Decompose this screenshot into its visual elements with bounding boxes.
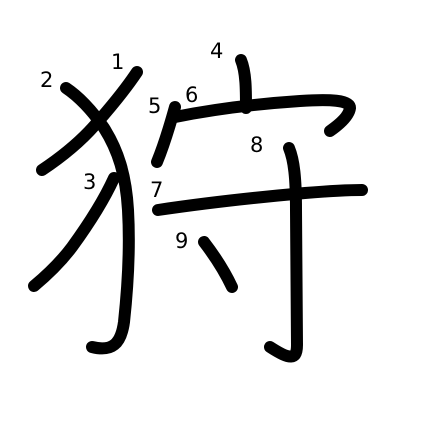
stroke-9-path xyxy=(198,236,238,293)
stroke-number-1: 1 xyxy=(111,50,124,74)
stroke-number-4: 4 xyxy=(210,39,223,63)
stroke-3-path xyxy=(28,172,120,292)
stroke-6-path xyxy=(169,94,356,137)
stroke-number-5: 5 xyxy=(148,94,161,118)
stroke-7-path xyxy=(152,184,368,216)
stroke-2-path xyxy=(60,82,135,355)
stroke-number-3: 3 xyxy=(83,170,96,194)
stroke-8-path xyxy=(264,142,303,363)
stroke-number-7: 7 xyxy=(150,178,163,202)
stroke-number-2: 2 xyxy=(40,68,53,92)
stroke-number-6: 6 xyxy=(185,83,198,107)
stroke-number-9: 9 xyxy=(175,229,188,253)
stroke-number-8: 8 xyxy=(250,133,263,157)
